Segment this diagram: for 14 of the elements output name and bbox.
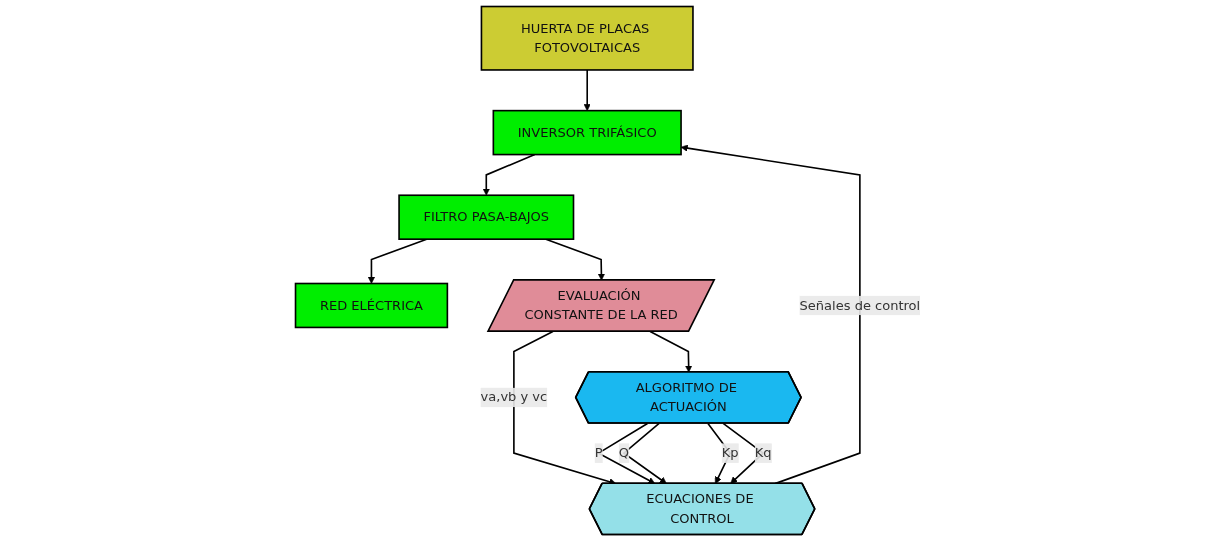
arrow <box>596 422 655 484</box>
node-box: RED ELÉCTRICA <box>294 282 448 329</box>
edge-label: Kp <box>721 444 739 461</box>
node-box: FILTRO PASA-BAJOS <box>397 194 574 240</box>
node-box: INVERSOR TRIFÁSICO <box>492 109 682 156</box>
edge-label: Kq <box>754 444 772 461</box>
edge-label: Señales de control <box>799 297 920 313</box>
edge-label: P <box>594 444 603 461</box>
edge-label: Q <box>618 444 629 461</box>
arrow <box>583 69 591 111</box>
node-box: HUERTA DE PLACAS FOTOVOLTAICAS <box>480 5 694 71</box>
arrow <box>482 153 536 196</box>
edge-label: va,vb y vc <box>480 389 547 405</box>
arrow <box>680 144 861 485</box>
